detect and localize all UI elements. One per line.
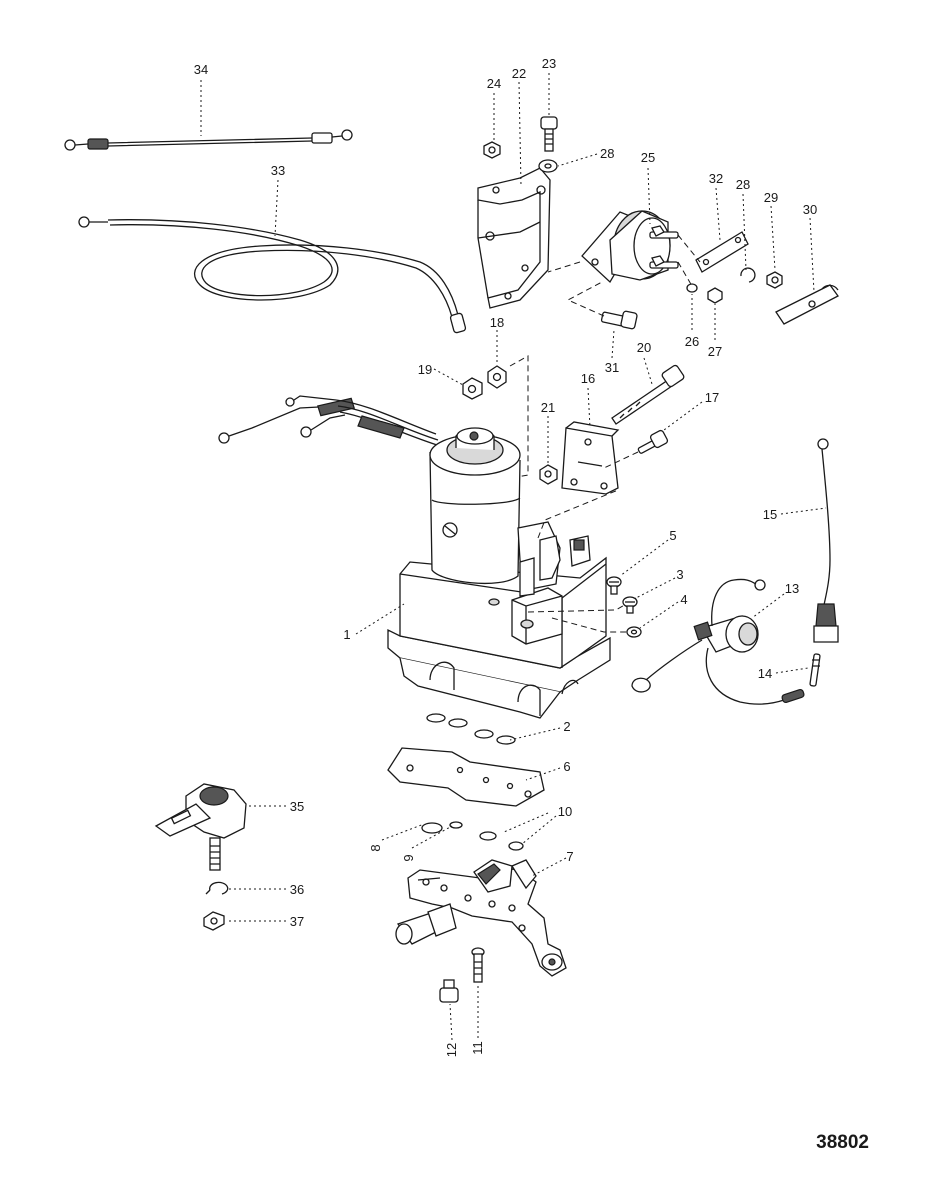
- callout-17: 17: [705, 390, 719, 405]
- callout-34: 34: [194, 62, 208, 77]
- callout-2: 2: [563, 719, 570, 734]
- part-5-screw: [606, 576, 622, 595]
- callout-26: 26: [685, 334, 699, 349]
- callout-25: 25: [641, 150, 655, 165]
- part-34-short-cable: [64, 129, 353, 151]
- part-27-nut: [707, 287, 723, 304]
- callout-28-upper: 28: [600, 146, 614, 161]
- callout-24: 24: [487, 76, 501, 91]
- callout-15: 15: [763, 507, 777, 522]
- callout-labels: 34 33 24 22 23 28 25 32 28 29 30 26 27 3…: [194, 56, 817, 1057]
- part-20-long-bolt: [611, 364, 685, 425]
- part-8-o-ring: [421, 822, 443, 834]
- part-22-bracket: [477, 167, 551, 309]
- callout-35: 35: [290, 799, 304, 814]
- part-33-coiled-cable: [78, 216, 467, 334]
- callout-5: 5: [669, 528, 676, 543]
- part-37-nut: [203, 911, 225, 931]
- callout-27: 27: [708, 344, 722, 359]
- part-1-pump-assembly: [387, 427, 637, 719]
- part-23-bolt: [540, 116, 558, 152]
- callout-18: 18: [490, 315, 504, 330]
- part-15-ground-lead: [813, 438, 839, 643]
- part-19-nut: [462, 377, 483, 400]
- part-24-nut: [483, 141, 501, 159]
- leader-lines: [200, 73, 827, 1041]
- part-11-screw: [471, 947, 485, 983]
- callout-22: 22: [512, 66, 526, 81]
- part-9-o-ring: [449, 821, 463, 829]
- callout-36: 36: [290, 882, 304, 897]
- callout-1: 1: [343, 627, 350, 642]
- part-35-terminal-block: [154, 783, 247, 871]
- callout-29: 29: [764, 190, 778, 205]
- callout-20: 20: [637, 340, 651, 355]
- part-2-o-rings: [426, 713, 516, 745]
- callout-6: 6: [563, 759, 570, 774]
- callout-21: 21: [541, 400, 555, 415]
- part-7-manifold: [395, 859, 567, 977]
- callout-32: 32: [709, 171, 723, 186]
- callout-10: 10: [558, 804, 572, 819]
- part-32-link: [695, 231, 749, 273]
- callout-13: 13: [785, 581, 799, 596]
- part-14-fuse: [809, 653, 821, 687]
- part-26-washer: [686, 283, 698, 293]
- callout-23: 23: [542, 56, 556, 71]
- part-12-plug: [439, 979, 459, 1003]
- callout-19: 19: [418, 362, 432, 377]
- part-10-o-rings: [479, 831, 524, 851]
- part-31-bolt: [566, 281, 638, 330]
- part-18-nut: [487, 365, 507, 389]
- callout-30: 30: [803, 202, 817, 217]
- part-6-plate: [387, 747, 545, 807]
- part-16-bracket: [561, 421, 620, 495]
- part-29-nut: [766, 271, 783, 289]
- drawing-number: 38802: [816, 1132, 869, 1153]
- part-21-nut: [539, 464, 558, 485]
- part-13-switch: [631, 578, 805, 705]
- part-30-boot: [775, 284, 839, 325]
- callout-7: 7: [566, 849, 573, 864]
- callout-37: 37: [290, 914, 304, 929]
- motor-wire-harness: [218, 395, 441, 447]
- part-28-washer-right: [740, 267, 756, 283]
- callout-31: 31: [605, 360, 619, 375]
- callout-3: 3: [676, 567, 683, 582]
- callout-11: 11: [470, 1041, 485, 1055]
- callout-28-right: 28: [736, 177, 750, 192]
- callout-4: 4: [680, 592, 687, 607]
- callout-9: 9: [401, 854, 416, 861]
- part-25-solenoid: [547, 210, 679, 284]
- part-17-screw: [603, 429, 669, 469]
- callout-12: 12: [444, 1043, 459, 1057]
- part-3-screw: [622, 596, 638, 614]
- callout-8: 8: [368, 844, 383, 851]
- callout-33: 33: [271, 163, 285, 178]
- part-4-washer: [626, 626, 642, 638]
- part-36-lockwasher: [205, 881, 229, 895]
- callout-16: 16: [581, 371, 595, 386]
- part-28-washer-upper: [538, 159, 558, 173]
- callout-14: 14: [758, 666, 772, 681]
